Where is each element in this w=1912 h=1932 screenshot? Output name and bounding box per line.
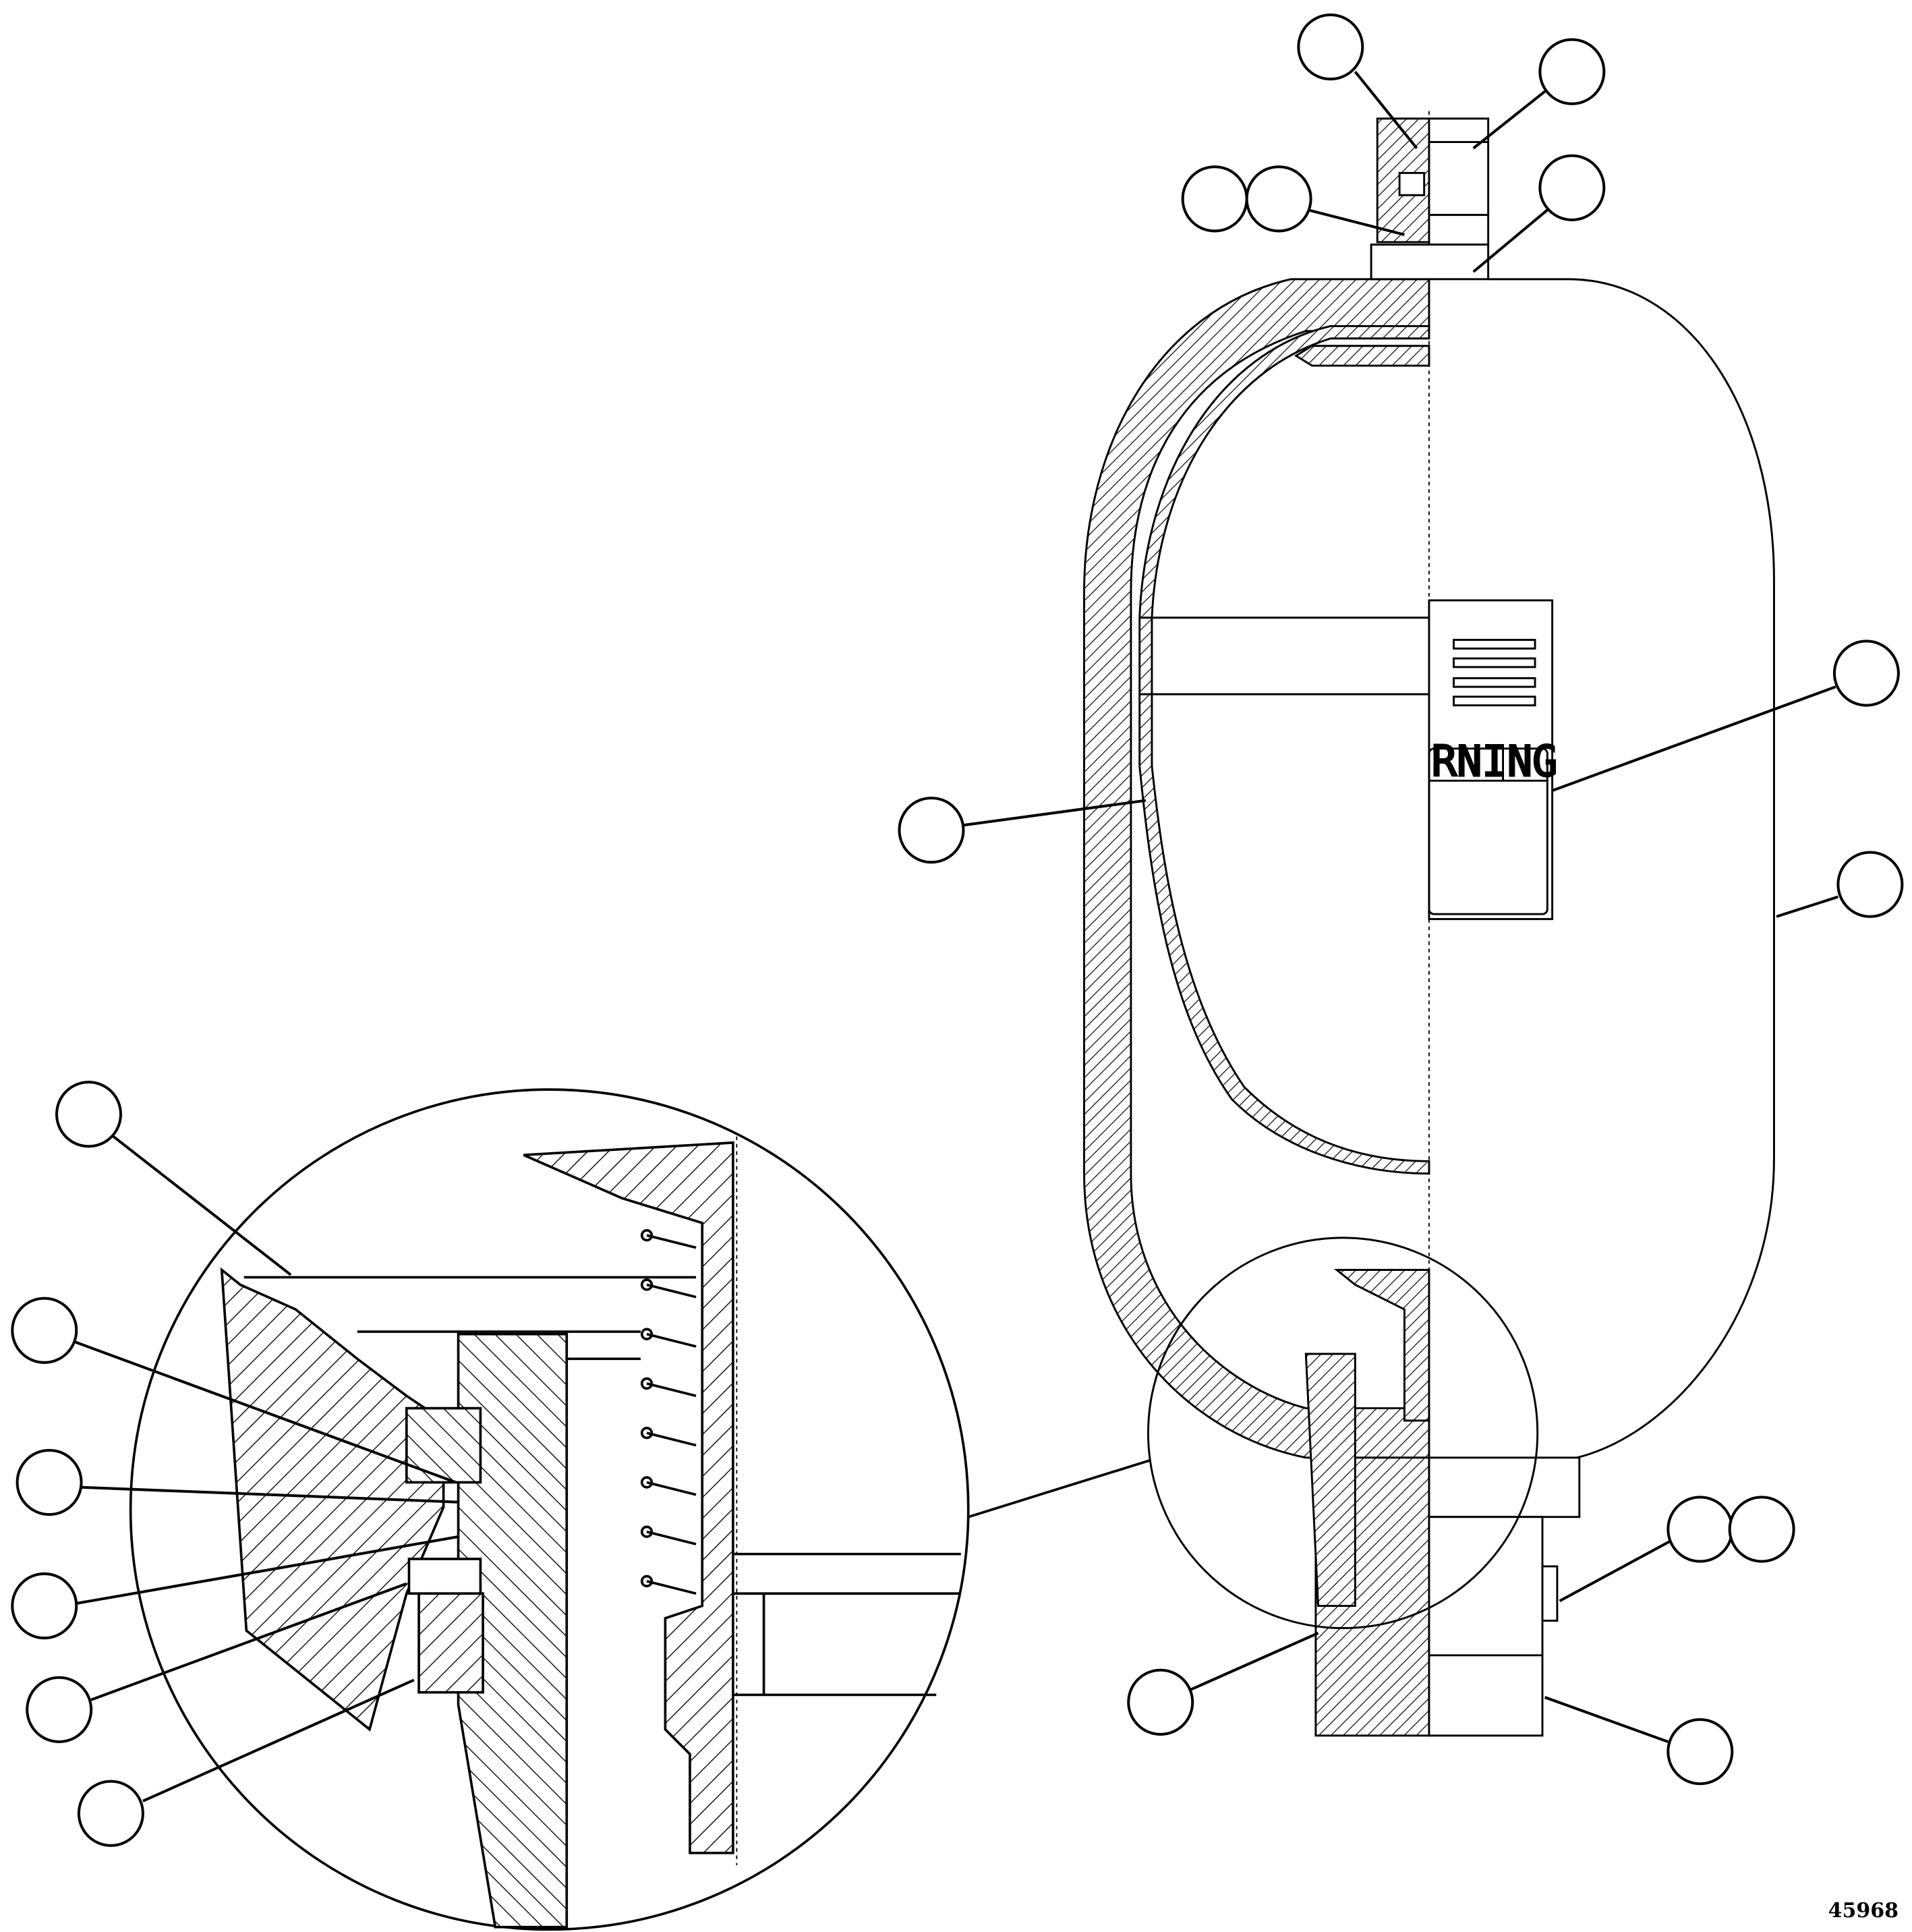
callout-leader — [73, 1340, 457, 1484]
valve-nut — [1428, 214, 1490, 246]
detail-circle-large — [129, 1088, 970, 1931]
callout-bubble — [1538, 38, 1606, 105]
callout-leader — [1472, 90, 1546, 150]
callout-bubble — [26, 1676, 93, 1744]
callouts — [11, 13, 1904, 1847]
callout-leader — [1559, 1540, 1671, 1603]
callout-bubble — [77, 1780, 144, 1847]
callout-bubble — [898, 796, 965, 864]
callout-bubble — [1836, 851, 1904, 918]
warning-label-text: RNING — [1432, 737, 1558, 786]
label-plate — [1428, 599, 1554, 920]
callout-bubble — [1127, 1668, 1194, 1736]
callout-bubble — [1667, 1496, 1734, 1563]
detail-spring-cage — [523, 1141, 734, 1854]
callout-leader — [1544, 1696, 1669, 1743]
callout-leader — [1354, 70, 1418, 150]
callout-leader — [963, 799, 1147, 827]
figure-id: 45968 — [1828, 1899, 1899, 1923]
callout-bubble — [11, 1297, 78, 1364]
bleed-screw — [1541, 1565, 1559, 1622]
shell-exterior-outline — [1488, 278, 1775, 1459]
shell-wall-section — [1083, 278, 1430, 1459]
callout-leader — [142, 1678, 415, 1802]
callout-bubble — [1297, 13, 1364, 81]
detail-leader — [968, 1458, 1151, 1518]
callout-leader — [81, 1485, 459, 1504]
callout-bubble — [1538, 154, 1606, 221]
callout-leader — [112, 1135, 292, 1276]
detail-washer — [417, 1592, 484, 1694]
callout-bubble — [11, 1572, 78, 1640]
callout-leader — [76, 1535, 459, 1605]
callout-bubble — [1728, 1496, 1795, 1563]
detail-seal — [405, 1407, 482, 1484]
bladder-section — [1138, 324, 1430, 1175]
bladder-stem — [1294, 345, 1430, 367]
callout-bubble — [1832, 640, 1900, 707]
callout-leader — [90, 1582, 407, 1701]
callout-bubble — [16, 1448, 83, 1516]
callout-leader — [1308, 208, 1405, 236]
detail-spring — [640, 1229, 697, 1595]
accumulator-main-view: RNING — [1083, 111, 1775, 1737]
callout-leader — [1776, 895, 1839, 918]
callout-bubble — [1181, 165, 1248, 233]
detail-circle-small — [1147, 1237, 1539, 1629]
callout-leader — [1189, 1632, 1319, 1691]
callout-leader — [1551, 685, 1836, 792]
callout-leader — [1472, 208, 1548, 273]
callout-bubble — [55, 1081, 123, 1148]
valve-cap — [1428, 117, 1490, 217]
warning-decal — [1428, 747, 1548, 915]
detail-view — [129, 1088, 1151, 1931]
callout-bubble — [1667, 1718, 1734, 1786]
callout-bubble — [1245, 165, 1312, 233]
